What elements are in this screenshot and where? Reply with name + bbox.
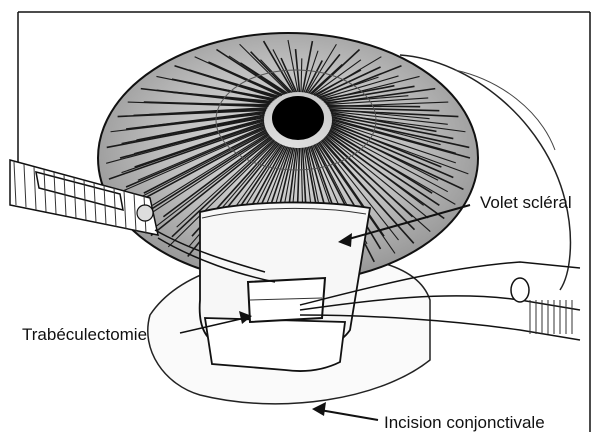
iris-ray [301,58,302,92]
pupil [272,96,324,140]
label-conjunctival-incision: Incision conjonctivale [384,413,545,432]
arrow-incision [312,402,378,420]
label-scleral-flap: Volet scléral [480,193,572,212]
scleral-bed [205,318,345,371]
label-trabeculectomy: Trabéculectomie [22,325,147,344]
